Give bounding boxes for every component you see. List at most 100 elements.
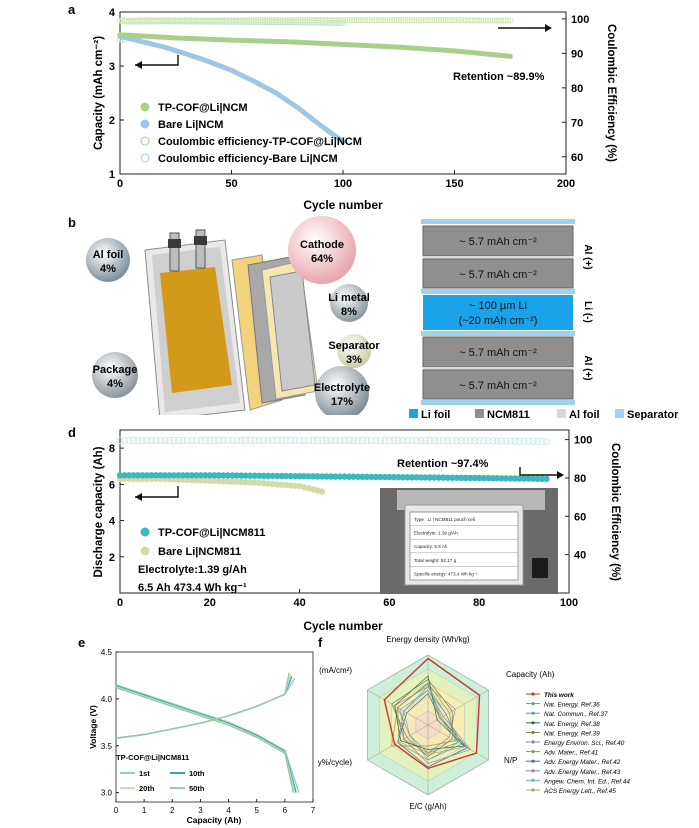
cof-capacity-point xyxy=(323,473,330,480)
side-label: Al (+) xyxy=(582,244,593,269)
bare-capacity-point xyxy=(215,477,222,485)
ce-cof-point xyxy=(339,17,346,24)
legend-marker xyxy=(140,527,150,537)
bare-capacity-point xyxy=(318,488,326,495)
bare-capacity-point xyxy=(238,478,245,486)
x-tick-label: 60 xyxy=(383,597,395,609)
ce-point xyxy=(322,436,331,445)
retention-annotation: Retention ~97.4% xyxy=(397,458,489,470)
retention-annotation: Retention ~89.9% xyxy=(453,71,545,83)
ce-cof-point xyxy=(248,17,255,24)
ce-point xyxy=(170,436,178,445)
ce-point xyxy=(529,437,537,446)
ce-cof-point xyxy=(132,17,139,24)
ce-point xyxy=(489,437,497,445)
ce-cof-point xyxy=(297,17,304,24)
ce-cof-point xyxy=(442,17,449,24)
cof-capacity-point xyxy=(534,475,541,482)
ce-cof-point xyxy=(451,17,458,24)
layer-capacity: ~ 5.7 mAh cm⁻² xyxy=(459,236,537,248)
cof-capacity-point xyxy=(184,472,191,479)
ce-cof-point xyxy=(192,17,199,24)
discharge-curve xyxy=(115,685,297,793)
component-name: Separator xyxy=(328,340,380,352)
y-tick-label: 3.5 xyxy=(101,742,113,751)
y2-tick-label: 40 xyxy=(574,550,586,562)
ce-cof-point xyxy=(208,17,215,24)
legend-marker xyxy=(531,759,535,763)
side-label: Li (-) xyxy=(582,301,593,323)
cof-capacity-point xyxy=(197,472,205,479)
ce-cof-point xyxy=(190,17,197,24)
ce-cof-point xyxy=(277,17,284,24)
component-percent: 4% xyxy=(107,378,123,390)
ce-point xyxy=(497,437,506,445)
component-bubble xyxy=(330,284,368,322)
y2-tick-label: 100 xyxy=(574,435,592,447)
separator-layer xyxy=(421,289,575,294)
legend-item: Adv. Energy Mater., Ref.42 xyxy=(543,759,621,766)
cof-capacity-point xyxy=(507,53,513,59)
cof-capacity-point xyxy=(520,475,528,482)
ce-cof-point xyxy=(137,17,144,24)
bare-capacity-point xyxy=(184,476,191,484)
x-tick-label: 150 xyxy=(445,178,463,190)
ce-cof-point xyxy=(415,17,422,24)
ce-cof-point xyxy=(455,17,462,24)
pouch-cell-photo: Type : Li | NCM811 pouch cellElectrolyte… xyxy=(380,488,558,594)
cof-capacity-point xyxy=(480,474,487,482)
ce-cof-point xyxy=(217,17,224,24)
ce-point xyxy=(138,436,147,445)
ce-cof-point xyxy=(438,17,445,24)
component-bubble xyxy=(337,334,371,368)
ce-point xyxy=(255,436,263,445)
cof-capacity-point xyxy=(175,472,182,479)
layer-capacity: ~ 5.7 mAh cm⁻² xyxy=(459,380,537,392)
radar-series xyxy=(400,689,472,764)
x-tick-label: 50 xyxy=(225,178,237,190)
y-tick-label: 3 xyxy=(109,61,115,73)
x-tick-label: 7 xyxy=(311,806,316,815)
ce-point xyxy=(228,436,236,445)
ce-cof-point xyxy=(286,17,293,24)
ce-point xyxy=(210,436,218,445)
cof-capacity-point xyxy=(426,474,434,481)
ce-point xyxy=(143,436,151,445)
bare-capacity-point xyxy=(224,478,231,485)
panel-f-label: f xyxy=(318,635,323,650)
cof-capacity-point xyxy=(148,472,155,479)
component-name: Package xyxy=(93,364,138,376)
cof-capacity-point xyxy=(381,473,389,481)
right-arrow-head xyxy=(545,24,552,32)
ce-cof-point xyxy=(484,17,491,24)
cof-capacity-point xyxy=(255,472,263,479)
ce-point xyxy=(224,436,232,445)
ce-point xyxy=(524,437,533,445)
legend-item: Al foil xyxy=(569,409,600,420)
ce-cof-point xyxy=(313,17,320,24)
cof-capacity-point xyxy=(193,472,200,479)
ce-cof-point xyxy=(502,17,509,24)
legend-item: Bare Li|NCM811 xyxy=(158,546,241,558)
x-tick-label: 100 xyxy=(560,597,578,609)
ce-cof-point xyxy=(257,17,264,24)
cof-capacity-point xyxy=(543,475,550,483)
ce-point xyxy=(475,437,483,445)
cof-capacity-point xyxy=(350,473,357,480)
legend-item: ACS Energy Lett., Ref.45 xyxy=(543,788,616,795)
ce-point xyxy=(313,436,322,445)
ce-cof-point xyxy=(357,17,364,24)
x-tick-label: 200 xyxy=(557,178,575,190)
ce-cof-point xyxy=(384,17,391,24)
cof-capacity-point xyxy=(139,472,146,479)
legend-marker xyxy=(531,730,535,734)
ce-point xyxy=(161,436,169,445)
ce-point xyxy=(188,436,196,445)
legend-item: Adv. Energy Mater., Ref.43 xyxy=(543,769,621,776)
panel-d-ylabel-right: Coulombic Efficiency (%) xyxy=(609,443,621,581)
ce-point xyxy=(116,436,124,445)
ce-point xyxy=(349,436,358,445)
bare-capacity-point xyxy=(188,476,196,484)
